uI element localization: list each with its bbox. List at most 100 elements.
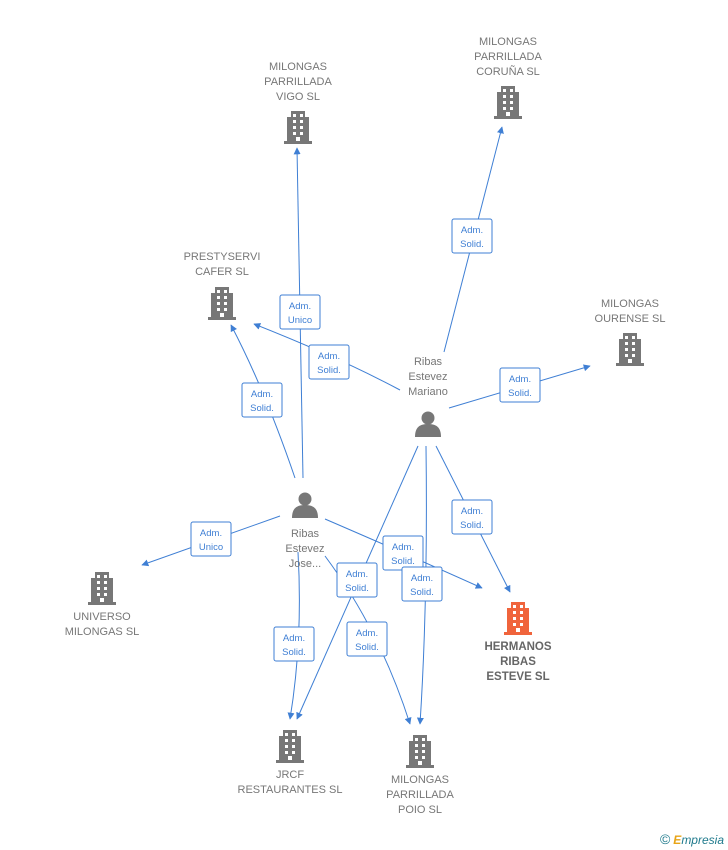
- edge-label-box: [273, 626, 315, 662]
- node-label-line: RIBAS: [500, 656, 536, 668]
- building-icon: [616, 333, 644, 366]
- edge-label-text: Unico: [199, 542, 223, 553]
- edge-label-e5[interactable]: Adm. Solid.: [499, 367, 541, 403]
- node-label-line: HERMANOS: [484, 641, 551, 653]
- empresia-logo-text: mpresia: [681, 833, 724, 847]
- edge-label-text: Solid.: [282, 647, 306, 658]
- empresia-credit[interactable]: ©Empresia: [660, 831, 724, 847]
- copyright-icon: ©: [659, 831, 671, 847]
- node-label-line: CAFER SL: [195, 266, 249, 278]
- node-label-line: PARRILLADA: [386, 789, 454, 801]
- node-label-line: RESTAURANTES SL: [238, 784, 343, 796]
- edge-label-text: Adm.: [346, 569, 368, 580]
- node-label-line: Mariano: [408, 386, 448, 398]
- building-icon: [406, 735, 434, 768]
- edge-label-text: Adm.: [392, 542, 414, 553]
- node-label-line: VIGO SL: [276, 91, 320, 103]
- edge-label-box: [451, 218, 493, 254]
- node-label-line: MILONGAS: [269, 61, 327, 73]
- node-prestyservi[interactable]: PRESTYSERVI CAFER SL: [184, 251, 261, 320]
- node-label-line: Ribas: [291, 528, 320, 540]
- person-icon: [415, 411, 441, 437]
- building-icon: [284, 111, 312, 144]
- edge-label-text: Adm.: [251, 389, 273, 400]
- edge-label-box: [308, 344, 350, 380]
- edge-label-text: Adm.: [318, 351, 340, 362]
- node-vigo[interactable]: MILONGAS PARRILLADA VIGO SL: [264, 61, 332, 144]
- building-icon: [276, 730, 304, 763]
- node-label-line: MILONGAS: [391, 774, 449, 786]
- edge-label-box: [241, 382, 283, 418]
- node-label-line: CORUÑA SL: [476, 65, 540, 78]
- edge-label-text: Solid.: [391, 556, 415, 567]
- edge-label-e12[interactable]: Adm. Solid.: [401, 566, 443, 602]
- edge-label-text: Adm.: [200, 528, 222, 539]
- edge-labels-layer: Adm.UnicoAdm.Solid.Adm.Solid.Adm.Solid.A…: [190, 218, 541, 662]
- node-label-line: MILONGAS: [479, 36, 537, 48]
- building-icon: [88, 572, 116, 605]
- node-label-line: Jose...: [289, 558, 321, 570]
- node-ourense[interactable]: MILONGAS OURENSE SL: [595, 298, 666, 366]
- node-label-line: ESTEVE SL: [486, 671, 549, 683]
- node-label-line: MILONGAS: [601, 298, 659, 310]
- edge-label-e4[interactable]: Adm. Solid.: [241, 382, 283, 418]
- node-label-line: Ribas: [414, 356, 443, 368]
- building-icon: [208, 287, 236, 320]
- node-coruna[interactable]: MILONGAS PARRILLADA CORUÑA SL: [474, 36, 542, 119]
- edge-label-text: Adm.: [283, 633, 305, 644]
- edge-label-box: [346, 621, 388, 657]
- edge-label-e11[interactable]: Adm. Solid.: [346, 621, 388, 657]
- building-icon: [504, 602, 532, 635]
- edge-label-e2[interactable]: Adm. Solid.: [451, 218, 493, 254]
- edge-label-text: Solid.: [508, 388, 532, 399]
- edge-label-text: Adm.: [461, 225, 483, 236]
- node-label-line: PRESTYSERVI: [184, 251, 261, 263]
- node-label-line: Estevez: [285, 543, 324, 555]
- edge-label-box: [190, 521, 232, 557]
- edge-label-box: [451, 499, 493, 535]
- node-label-line: MILONGAS SL: [65, 626, 140, 638]
- edge-label-text: Adm.: [289, 301, 311, 312]
- edge-label-box: [279, 294, 321, 330]
- building-icon: [494, 86, 522, 119]
- edge-label-e10[interactable]: Adm. Solid.: [336, 562, 378, 598]
- node-label-line: PARRILLADA: [264, 76, 332, 88]
- node-hermanos[interactable]: HERMANOS RIBAS ESTEVE SL: [484, 602, 552, 683]
- node-label-line: UNIVERSO: [73, 611, 131, 623]
- person-icon: [292, 492, 318, 518]
- edge-label-e8[interactable]: Adm. Solid.: [382, 535, 424, 571]
- node-jrcf[interactable]: JRCF RESTAURANTES SL: [238, 730, 343, 796]
- edge-label-text: Solid.: [250, 403, 274, 414]
- edge-label-text: Solid.: [460, 239, 484, 250]
- edge-label-box: [401, 566, 443, 602]
- node-label-line: OURENSE SL: [595, 313, 666, 325]
- node-label-line: POIO SL: [398, 804, 442, 816]
- node-label-line: Estevez: [408, 371, 447, 383]
- edge-label-text: Adm.: [461, 506, 483, 517]
- edge-label-text: Adm.: [411, 573, 433, 584]
- edge-label-text: Unico: [288, 315, 312, 326]
- edge-label-text: Solid.: [355, 642, 379, 653]
- edge-label-e3[interactable]: Adm. Solid.: [308, 344, 350, 380]
- edge-label-text: Solid.: [317, 365, 341, 376]
- edge-label-text: Solid.: [410, 587, 434, 598]
- node-poio[interactable]: MILONGAS PARRILLADA POIO SL: [386, 735, 454, 816]
- nodes-layer: MILONGAS PARRILLADA VIGO SL MILONGAS PARRILL…: [65, 36, 666, 816]
- edge-label-text: Solid.: [345, 583, 369, 594]
- node-label-line: PARRILLADA: [474, 51, 542, 63]
- edge-label-box: [499, 367, 541, 403]
- edge-label-e9[interactable]: Adm. Solid.: [273, 626, 315, 662]
- edge-label-box: [336, 562, 378, 598]
- edge-label-e1[interactable]: Adm. Unico: [279, 294, 321, 330]
- edge-label-e7[interactable]: Adm. Solid.: [451, 499, 493, 535]
- edge-label-text: Adm.: [509, 374, 531, 385]
- node-universo[interactable]: UNIVERSO MILONGAS SL: [65, 572, 140, 638]
- empresia-logo-letter: E: [673, 833, 682, 847]
- edge-label-text: Solid.: [460, 520, 484, 531]
- node-jose[interactable]: RibasEstevezJose...: [285, 492, 325, 571]
- node-label-line: JRCF: [276, 769, 304, 781]
- edge-label-e6[interactable]: Adm. Unico: [190, 521, 232, 557]
- edge-label-text: Adm.: [356, 628, 378, 639]
